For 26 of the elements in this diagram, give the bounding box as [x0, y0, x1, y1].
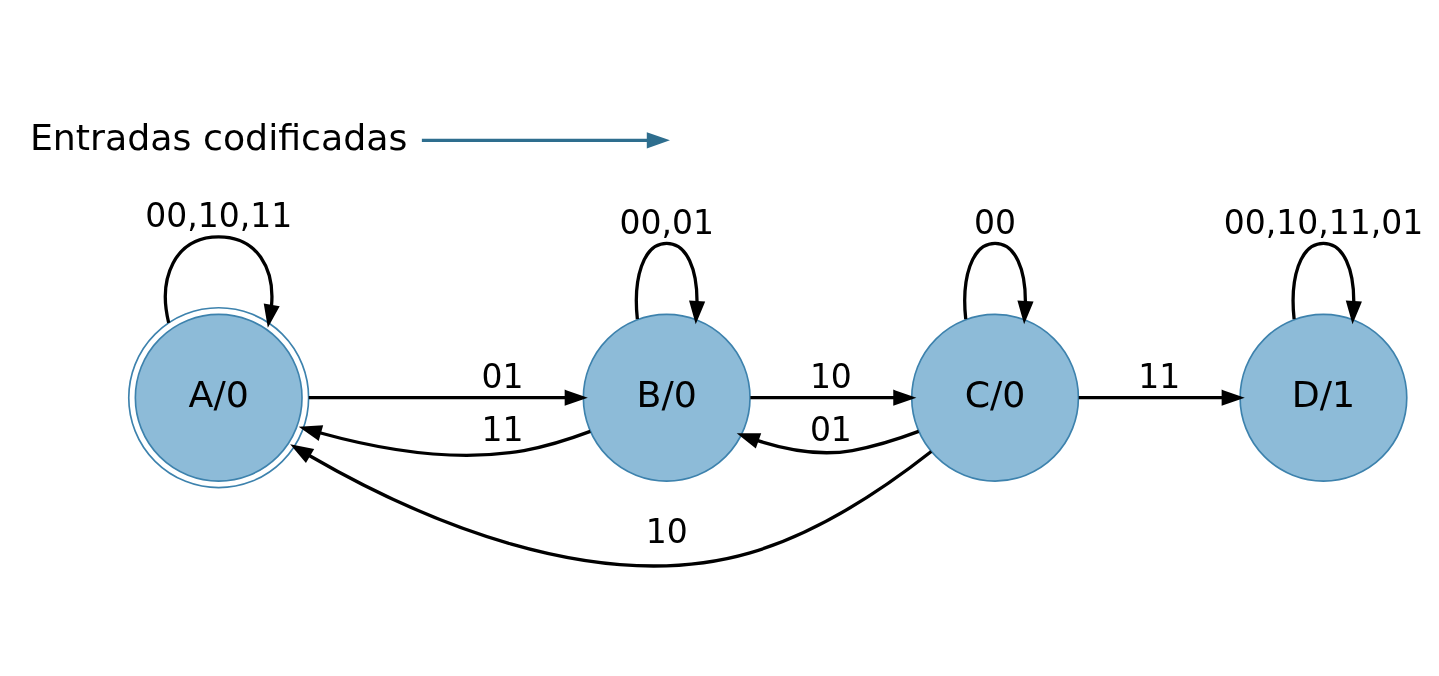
node-circle: D/1	[1239, 313, 1408, 482]
edge-label: 00	[974, 202, 1017, 242]
node-circle: C/0	[910, 313, 1080, 482]
node-circle: A/0	[127, 306, 310, 488]
node-text: Entradas codificadas	[29, 115, 408, 159]
edge-label: 00,10,11,01	[1223, 202, 1424, 242]
arrow	[634, 241, 706, 324]
edge-label: 11	[481, 409, 524, 449]
arrow	[963, 241, 1034, 324]
edge-label: 01	[481, 356, 524, 396]
edge-label: 10	[809, 356, 852, 396]
edge-label: 01	[809, 409, 852, 449]
arrow	[308, 389, 588, 406]
arrow	[750, 389, 917, 406]
arrow	[1078, 389, 1245, 406]
arrow	[421, 131, 670, 148]
edge-label: 11	[1138, 356, 1181, 396]
node-circle: B/0	[582, 313, 751, 482]
arrow	[163, 234, 280, 328]
arrow	[298, 424, 591, 457]
arrow	[1291, 241, 1362, 324]
edge-label: 00,01	[619, 202, 714, 242]
arrow	[290, 443, 933, 567]
arrow	[736, 429, 920, 454]
edge-label: 00,10,11	[145, 195, 293, 235]
edge-label: 10	[645, 511, 688, 551]
